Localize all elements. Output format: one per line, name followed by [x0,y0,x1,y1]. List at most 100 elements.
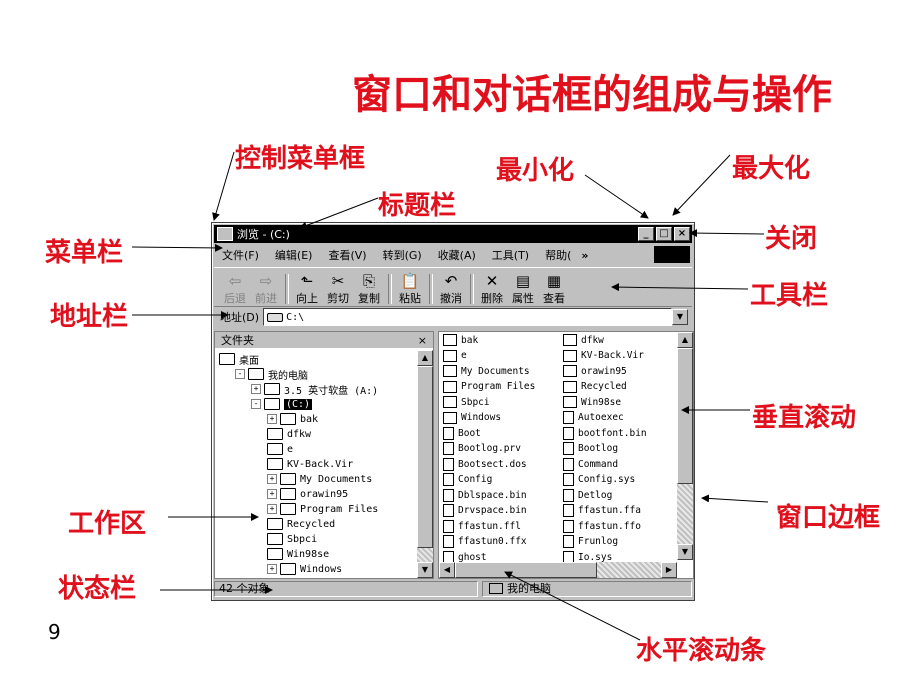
toolbar-button-view[interactable]: ▦查看 [539,272,569,306]
toolbar-button-forward-arrow[interactable]: ⇨前进 [251,272,281,306]
file-item[interactable]: Win98se [563,395,621,409]
file-item[interactable]: ffastun0.ffx [443,535,527,549]
minimize-button[interactable]: _ [638,227,654,241]
tree-node[interactable]: +Program Files [267,502,378,516]
menu-go[interactable]: 转到(G) [382,249,422,262]
tree-node[interactable]: +orawin95 [267,487,348,501]
file-item[interactable]: bootfont.bin [563,426,647,440]
window-title: 浏览 - (C:) [237,228,290,241]
menu-edit[interactable]: 编辑(E) [274,249,313,262]
title-bar[interactable]: 浏览 - (C:) _ □ × [214,225,692,243]
vscroll-thumb[interactable] [677,348,693,484]
file-item[interactable]: Windows [443,411,501,425]
tree-node[interactable]: +3.5 英寸软盘 (A:) [251,382,378,397]
toolbar-button-properties[interactable]: ▤属性 [508,272,538,306]
file-item[interactable]: Dblspace.bin [443,488,527,502]
expand-icon[interactable]: + [267,474,277,484]
file-item[interactable]: Detlog [563,488,612,502]
address-field[interactable]: C:\ [263,308,672,326]
label-close: 关闭 [765,224,818,254]
file-item[interactable]: bak [443,333,478,347]
toolbar-button-copy[interactable]: ⎘复制 [354,272,384,306]
file-item[interactable]: My Documents [443,364,530,378]
file-item-label: Config [458,474,493,485]
menu-tools[interactable]: 工具(T) [491,249,530,262]
folder-icon [267,533,283,545]
maximize-button[interactable]: □ [656,227,672,241]
tree-node[interactable]: +bak [267,412,318,426]
hscroll-right-icon[interactable]: ▶ [661,562,677,578]
tree-node[interactable]: +Windows [267,562,342,576]
tree-node[interactable]: +My Documents [267,472,372,486]
file-item[interactable]: e [443,349,467,363]
file-item[interactable]: Bootlog.prv [443,442,521,456]
file-item[interactable]: Recycled [563,380,627,394]
tree-node[interactable]: KV-Back.Vir [267,457,353,471]
file-item-label: Frunlog [578,536,619,547]
folder-vertical-scrollbar[interactable]: ▲ ▼ [417,350,433,578]
file-icon [443,426,454,440]
vscroll-up-icon[interactable]: ▲ [677,332,693,348]
scroll-up-icon[interactable]: ▲ [417,350,433,366]
toolbar-button-undo[interactable]: ↶撤消 [436,272,466,306]
vscroll-down-icon[interactable]: ▼ [677,544,693,560]
tree-node[interactable]: -我的电脑 [235,367,308,382]
file-item[interactable]: ffastun.ffa [563,504,641,518]
tree-node[interactable]: Win98se [267,547,329,561]
file-item[interactable]: Bootlog [563,442,618,456]
toolbar-button-scissors[interactable]: ✂剪切 [323,272,353,306]
file-item[interactable]: Program Files [443,380,535,394]
file-item[interactable]: Config.sys [563,473,635,487]
file-item[interactable]: Config [443,473,492,487]
file-item-label: ffastun.ffo [578,520,641,532]
file-item[interactable]: Bootsect.dos [443,457,527,471]
control-menu-icon[interactable] [217,227,233,241]
collapse-icon[interactable]: - [251,399,261,409]
menu-favorites[interactable]: 收藏(A) [437,249,476,262]
horizontal-scrollbar[interactable]: ◀ ▶ [439,562,677,578]
file-icon [563,442,574,455]
menu-view[interactable]: 查看(V) [328,249,367,262]
address-dropdown-icon[interactable]: ▼ [672,309,688,325]
file-item[interactable]: Drvspace.bin [443,504,527,518]
toolbar-button-back-arrow[interactable]: ⇦后退 [220,272,250,306]
expand-icon[interactable]: + [267,504,277,514]
toolbar-button-up-folder[interactable]: ⬑向上 [292,272,322,306]
file-item[interactable]: ffastun.ffl [443,519,521,533]
vertical-scrollbar[interactable]: ▲ ▼ [677,332,693,560]
file-item[interactable]: Autoexec [563,411,624,425]
folders-close-icon[interactable]: × [417,333,427,347]
toolbar-button-label: 后退 [224,292,246,305]
expand-icon[interactable]: + [251,384,261,394]
file-item[interactable]: Sbpci [443,395,490,409]
collapse-icon[interactable]: - [235,369,245,379]
tree-node[interactable]: e [267,442,293,456]
close-button[interactable]: × [674,227,690,241]
toolbar-button-paste[interactable]: 📋粘贴 [395,272,425,306]
file-item[interactable]: Command [563,457,618,471]
menu-more-chevron-icon[interactable]: » [581,248,589,262]
toolbar-button-delete[interactable]: ✕删除 [477,272,507,306]
file-item[interactable]: Frunlog [563,535,618,549]
expand-icon[interactable]: + [267,489,277,499]
file-item-label: Windows [461,412,502,423]
tree-node-label: KV-Back.Vir [287,458,354,470]
hscroll-thumb[interactable] [455,562,597,578]
file-item[interactable]: ffastun.ffo [563,519,641,533]
expand-icon[interactable]: + [267,414,277,424]
menu-file[interactable]: 文件(F) [222,249,259,262]
scroll-down-icon[interactable]: ▼ [417,562,433,578]
file-item[interactable]: orawin95 [563,364,627,378]
file-item[interactable]: dfkw [563,333,604,347]
tree-node[interactable]: -(C:) [251,397,313,411]
file-item[interactable]: KV-Back.Vir [563,349,644,363]
scroll-thumb[interactable] [417,366,433,548]
tree-node[interactable]: Sbpci [267,532,317,546]
file-item[interactable]: Boot [443,426,481,440]
tree-node[interactable]: dfkw [267,427,311,441]
menu-help[interactable]: 帮助( [545,249,572,262]
tree-node[interactable]: 桌面 [219,352,259,367]
expand-icon[interactable]: + [267,564,277,574]
tree-node[interactable]: Recycled [267,517,335,531]
hscroll-left-icon[interactable]: ◀ [439,562,455,578]
